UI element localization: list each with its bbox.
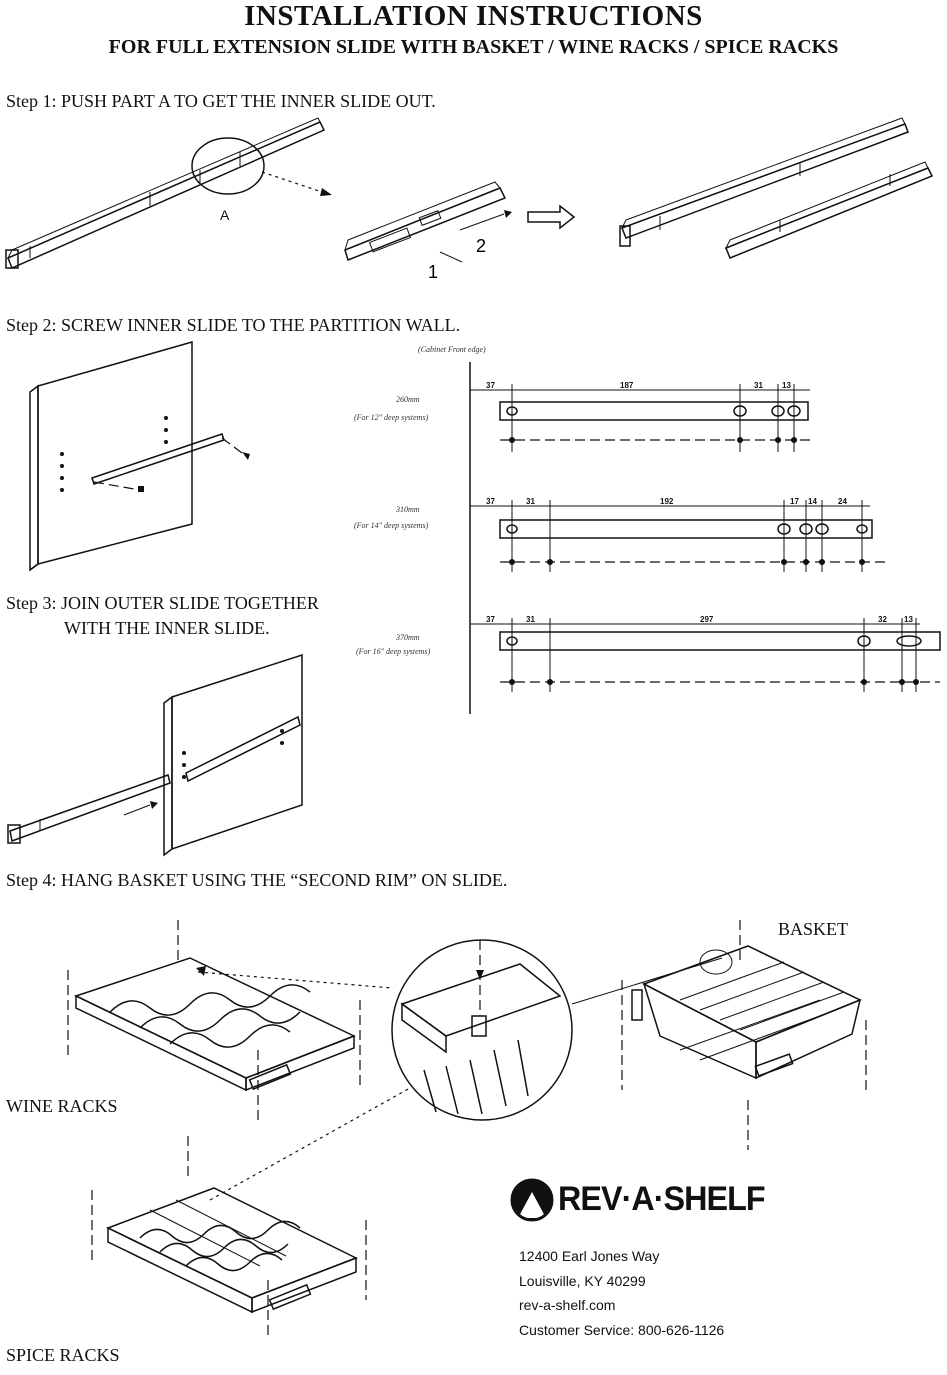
arrow-right-icon <box>527 204 576 230</box>
basket-drawing <box>621 920 867 1150</box>
slide-dimension-diagram: (Cabinet Front edge) 260mm (For 12" deep… <box>354 345 941 714</box>
separated-slides-drawing <box>619 117 934 259</box>
row2-note: (For 14" deep systems) <box>354 521 429 530</box>
row3-dim-4: 32 <box>878 615 887 624</box>
row2-dim-5: 14 <box>808 497 817 506</box>
row3-slide <box>470 618 941 692</box>
row2-size: 310mm <box>395 505 420 514</box>
row3-dim-5: 13 <box>904 615 913 624</box>
website-link[interactable]: rev-a-shelf.com <box>519 1297 616 1313</box>
step-1-number-2: 2 <box>476 236 486 256</box>
closeup-slide-drawing <box>344 181 512 263</box>
row3-note: (For 16" deep systems) <box>356 647 431 656</box>
row2-dim-4: 17 <box>790 497 799 506</box>
address-line-1: 12400 Earl Jones Way <box>519 1248 660 1264</box>
step-3-text-line2: WITH THE INNER SLIDE. <box>64 618 270 638</box>
spice-rack-drawing <box>91 1136 367 1340</box>
step-3-text-line1: Step 3: JOIN OUTER SLIDE TOGETHER <box>6 593 319 613</box>
row1-note: (For 12" deep systems) <box>354 413 429 422</box>
row1-dim-3: 31 <box>754 381 763 390</box>
wine-racks-label: WINE RACKS <box>6 1096 118 1116</box>
part-a-label: A <box>220 207 230 223</box>
full-slide-drawing <box>5 117 332 270</box>
spice-racks-label: SPICE RACKS <box>6 1345 120 1365</box>
step-3-illustration <box>7 653 303 857</box>
basket-label: BASKET <box>778 919 849 939</box>
row2-dim-1: 37 <box>486 497 495 506</box>
row2-slide <box>470 500 886 572</box>
step-1-number-1: 1 <box>428 262 438 282</box>
row1-size: 260mm <box>396 395 420 404</box>
detail-pointer-line-bottom <box>209 1087 411 1201</box>
row2-dim-6: 24 <box>838 497 847 506</box>
step-4-illustration <box>67 920 867 1340</box>
row3-dim-1: 37 <box>486 615 495 624</box>
brand-wordmark: REV·A·SHELF <box>558 1180 766 1218</box>
row1-dim-1: 37 <box>486 381 495 390</box>
row1-dim-4: 13 <box>782 381 791 390</box>
row2-dim-2: 31 <box>526 497 535 506</box>
row1-slide <box>470 384 810 452</box>
wine-rack-drawing <box>67 920 361 1120</box>
basket-pointer-line <box>571 957 723 1005</box>
row2-dim-3: 192 <box>660 497 674 506</box>
step-2-text: Step 2: SCREW INNER SLIDE TO THE PARTITI… <box>6 315 461 335</box>
page-title: INSTALLATION INSTRUCTIONS <box>244 0 703 32</box>
row1-dim-2: 187 <box>620 381 634 390</box>
rev-a-shelf-logo-icon <box>510 1178 554 1222</box>
address-line-2: Louisville, KY 40299 <box>519 1273 646 1289</box>
cabinet-front-edge-label: (Cabinet Front edge) <box>418 345 486 354</box>
page-subtitle: FOR FULL EXTENSION SLIDE WITH BASKET / W… <box>108 36 839 58</box>
row3-dim-2: 31 <box>526 615 535 624</box>
customer-service-phone[interactable]: Customer Service: 800-626-1126 <box>519 1322 725 1338</box>
step-4-text: Step 4: HANG BASKET USING THE “SECOND RI… <box>6 870 508 890</box>
row3-dim-3: 297 <box>700 615 714 624</box>
step-1-illustration: A 1 2 <box>5 117 934 282</box>
step-2-illustration <box>29 341 250 572</box>
step-1-text: Step 1: PUSH PART A TO GET THE INNER SLI… <box>6 91 436 111</box>
second-rim-detail-circle <box>391 939 573 1121</box>
row3-size: 370mm <box>395 633 420 642</box>
detail-pointer-line-top <box>197 971 393 989</box>
